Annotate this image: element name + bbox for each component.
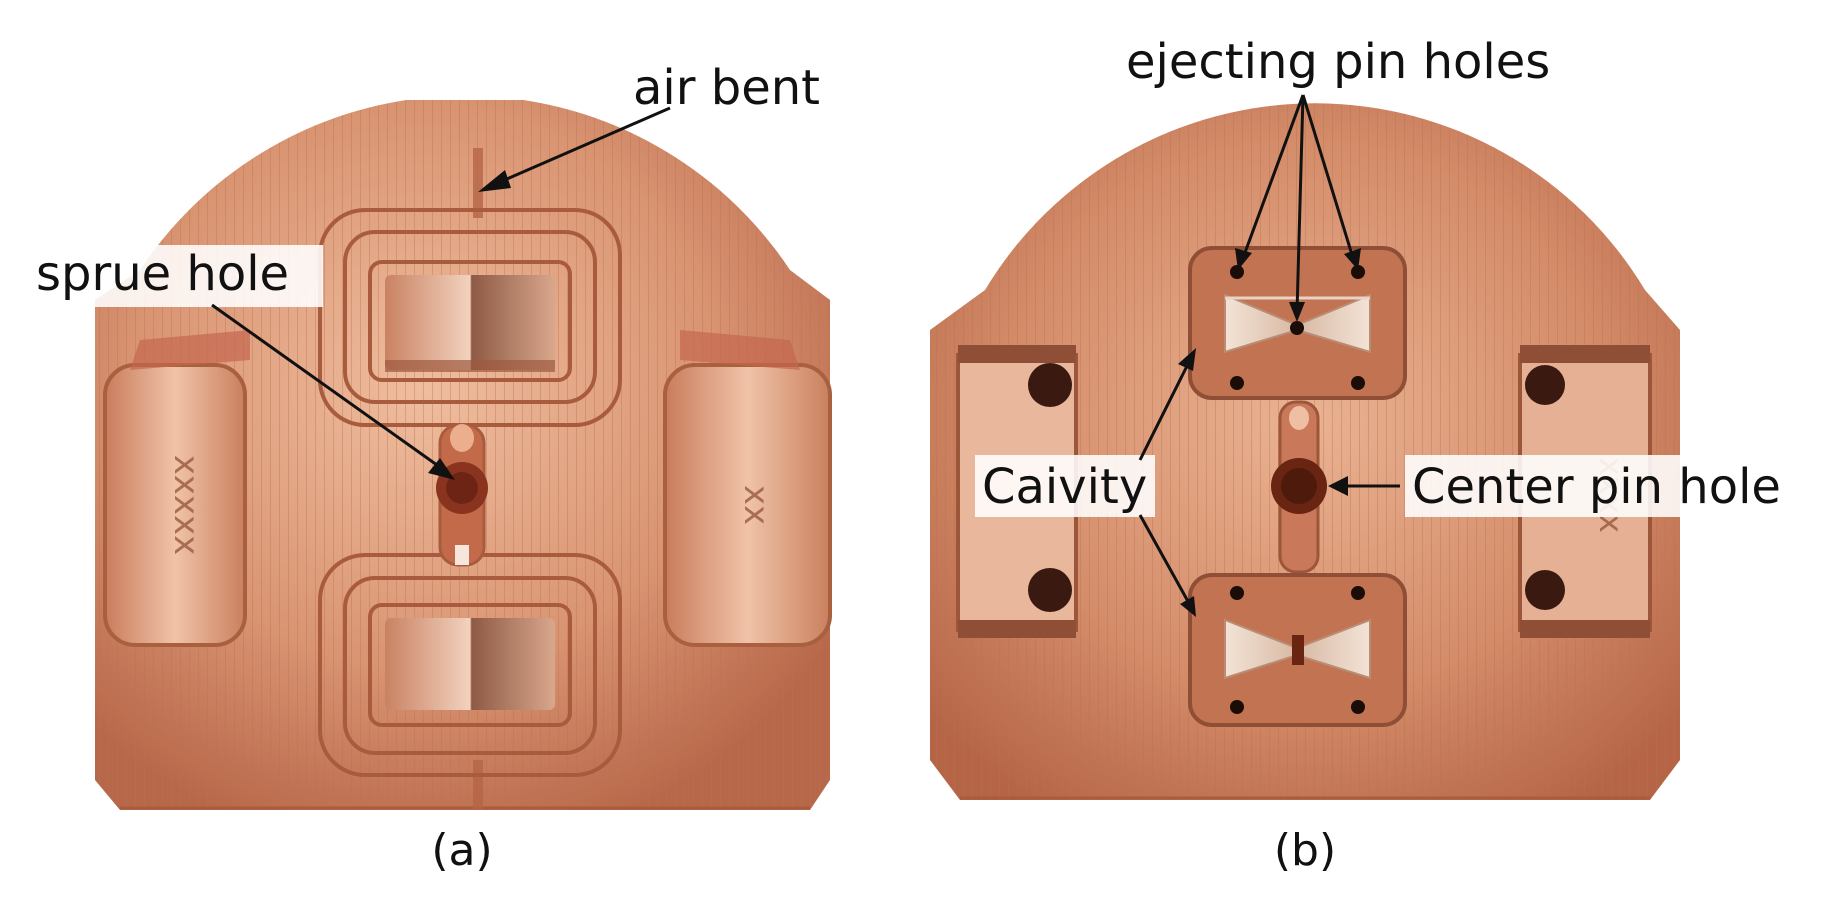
left-side-tab: xxxxx — [103, 363, 247, 647]
svg-text:xxxxx: xxxxx — [166, 455, 206, 556]
arrows-cavity — [1138, 359, 1192, 606]
arrow-sprue-hole — [211, 303, 445, 472]
air-vent-groove — [473, 148, 483, 218]
label-air-bent: air bent — [633, 60, 820, 116]
panel-a-annotations: air bent sprue hole — [28, 60, 835, 480]
label-center-pin-hole: Center pin hole — [1412, 459, 1781, 515]
panel-b-photo: xxxx — [930, 103, 1680, 800]
right-side-tab: xx — [663, 363, 832, 647]
arrows-ejecting-pin-holes — [1241, 94, 1355, 313]
label-sprue-hole: sprue hole — [36, 246, 289, 302]
panel-b-annotations: ejecting pin holes Caivity Center pin ho… — [975, 30, 1805, 617]
caption-b: (b) — [1274, 825, 1336, 876]
label-ejecting-pin-holes: ejecting pin holes — [1126, 34, 1550, 90]
panel-a-photo: xxxxx xx — [95, 100, 832, 810]
svg-text:xx: xx — [736, 485, 776, 525]
lower-cavity-b — [1188, 573, 1407, 727]
label-cavity: Caivity — [982, 459, 1147, 515]
upper-cavity-a — [318, 208, 622, 427]
upper-cavity-b — [1188, 246, 1407, 400]
caption-a: (a) — [431, 825, 492, 876]
arrow-air-bent — [499, 106, 671, 184]
